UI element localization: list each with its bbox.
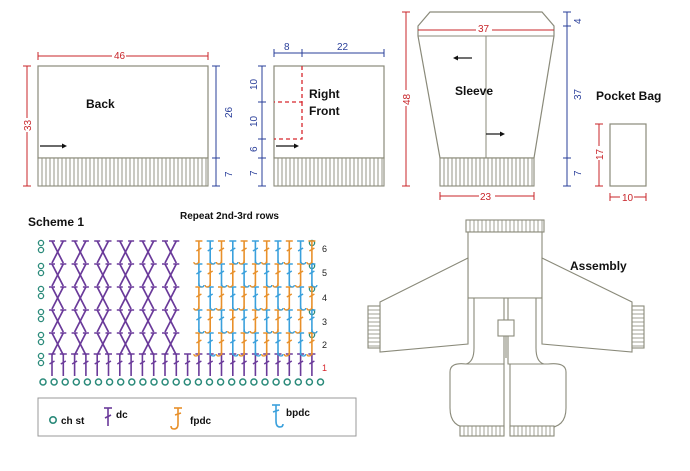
back-rib-dim: 7	[224, 171, 235, 177]
back-height-dim: 33	[23, 119, 34, 131]
assembly-lower-left	[449, 363, 505, 429]
legend-dc: dc	[116, 410, 128, 421]
right-front-label-2: Front	[309, 104, 340, 118]
scheme-label: Scheme 1	[28, 215, 84, 229]
assembly-bottom-rib-right	[509, 425, 555, 437]
front-body	[273, 65, 385, 159]
repeat-label: Repeat 2nd-3rd rows	[180, 211, 279, 222]
dc-icon	[104, 407, 112, 426]
right-front-piece: Right Front 8 22 10 10 6 7	[249, 42, 385, 187]
row-number-4: 4	[322, 293, 327, 303]
row-number-5: 5	[322, 268, 327, 278]
back-body	[37, 65, 209, 159]
assembly-back	[467, 231, 543, 299]
assembly-right-sleeve	[541, 257, 633, 353]
back-ribbing	[37, 157, 209, 187]
pocket-height-dim: 17	[595, 148, 606, 160]
front-right-dim: 22	[337, 42, 349, 53]
sleeve-ribbing	[439, 157, 535, 187]
assembly-bottom-rib-left	[459, 425, 505, 437]
assembly-label: Assembly	[570, 259, 627, 273]
front-seg-a-dim: 10	[249, 78, 260, 90]
front-ribbing	[273, 157, 385, 187]
back-width-dim: 46	[114, 51, 126, 62]
direction-arrow-icon	[62, 143, 67, 149]
sleeve-height-dim: 48	[402, 93, 413, 105]
direction-arrow-icon	[453, 55, 458, 61]
legend-fpdc: fpdc	[190, 416, 212, 427]
back-piece: Back 46 33 26 7	[21, 50, 235, 187]
front-left-dim: 8	[284, 42, 290, 53]
row-number-6: 6	[322, 244, 327, 254]
sleeve-piece: Sleeve 37 48 4 37 7 23	[400, 11, 584, 203]
row-number-2: 2	[322, 340, 327, 350]
assembly-drawing	[367, 219, 645, 437]
pocket-bag-piece: Pocket Bag 17 10	[593, 89, 661, 204]
legend-bpdc: bpdc	[286, 408, 310, 419]
direction-arrow-icon	[500, 131, 505, 137]
bpdc-icon	[272, 404, 284, 428]
chain-stitch-icon	[48, 415, 57, 424]
assembly-left-sleeve	[379, 257, 469, 353]
row-numbers: 1 2 3 4 5 6	[322, 244, 327, 373]
assembly-right-cuff	[631, 305, 645, 349]
legend: ch st dc fpdc bpdc	[37, 397, 357, 437]
legend-ch: ch st	[61, 416, 85, 427]
sleeve-cap-dim: 4	[573, 18, 584, 24]
pocket-width-dim: 10	[622, 193, 634, 204]
assembly-pocket-square	[497, 319, 515, 337]
pocket-bag-body	[609, 123, 647, 187]
front-seg-c-dim: 6	[249, 146, 260, 152]
right-front-label-1: Right	[309, 87, 340, 101]
fpdc-icon	[170, 407, 182, 430]
direction-arrow-icon	[294, 143, 299, 149]
sleeve-label: Sleeve	[455, 84, 493, 98]
front-seg-b-dim: 10	[249, 115, 260, 127]
assembly-left-cuff	[367, 305, 381, 349]
back-body-dim: 26	[224, 106, 235, 118]
row-number-1: 1	[322, 363, 327, 373]
sleeve-body-dim: 37	[573, 88, 584, 100]
sleeve-bottom-dim: 23	[480, 192, 492, 203]
front-rib-dim: 7	[249, 170, 260, 176]
row-number-3: 3	[322, 317, 327, 327]
assembly-lower-right	[509, 363, 567, 429]
sleeve-rib-dim: 7	[573, 170, 584, 176]
legend-box	[37, 397, 357, 437]
pocket-bag-label: Pocket Bag	[596, 89, 661, 103]
back-label: Back	[86, 97, 115, 111]
crochet-chart	[37, 239, 325, 386]
sleeve-top-dim: 37	[478, 24, 490, 35]
